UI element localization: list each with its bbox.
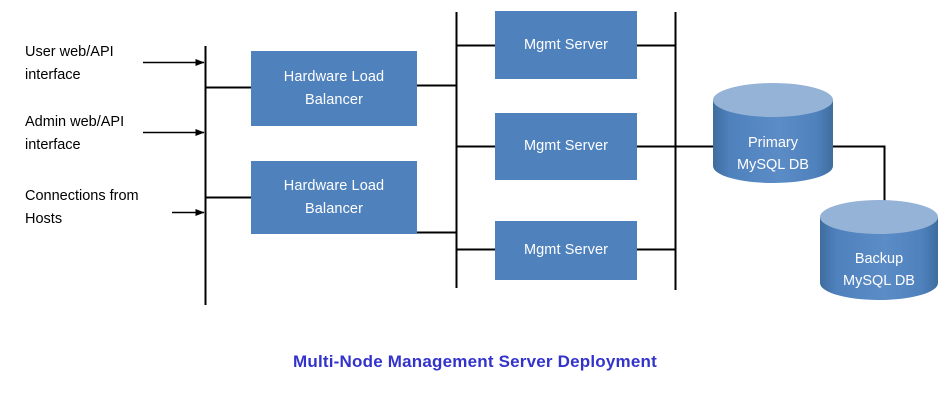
node-backup-mysql-db-line1: Backup [854, 251, 904, 267]
node-mgmt-server-2-label: Mgmt Server [523, 138, 609, 155]
node-hardware-load-balancer-1-line2: Balancer [304, 91, 364, 108]
node-hardware-load-balancer-2-line1: Hardware Load [283, 178, 385, 195]
node-hardware-load-balancer-2[interactable]: Hardware Load Balancer [251, 161, 417, 234]
node-backup-mysql-db-text: Backup MySQL DB [820, 248, 938, 293]
node-mgmt-server-2[interactable]: Mgmt Server [495, 113, 637, 180]
node-hardware-load-balancer-1[interactable]: Hardware Load Balancer [251, 51, 417, 126]
input-label-admin-web-api-line1: Admin web/API [25, 114, 125, 130]
diagram-title: Multi-Node Management Server Deployment [293, 352, 657, 371]
primary-db-shape [713, 83, 833, 183]
node-primary-mysql-db-line1: Primary [748, 135, 798, 151]
input-label-connections-from-hosts-line1: Connections from [25, 188, 139, 204]
node-primary-mysql-db[interactable]: Primary MySQL DB [713, 84, 833, 182]
link-primary-to-backup-db [833, 145, 886, 213]
node-mgmt-server-1[interactable]: Mgmt Server [495, 11, 637, 79]
input-label-connections-from-hosts: Connections from Hosts [25, 185, 139, 232]
input-label-user-web-api-line2: interface [25, 67, 81, 84]
node-primary-mysql-db-line2: MySQL DB [737, 157, 809, 174]
node-hardware-load-balancer-2-line2: Balancer [304, 200, 364, 217]
input-label-admin-web-api: Admin web/API interface [25, 111, 124, 158]
input-label-user-web-api: User web/API interface [25, 41, 114, 88]
node-backup-mysql-db-line2: MySQL DB [843, 273, 915, 290]
node-backup-mysql-db[interactable]: Backup MySQL DB [820, 200, 938, 300]
node-primary-mysql-db-text: Primary MySQL DB [713, 132, 833, 177]
backup-db-shape [820, 200, 938, 300]
input-label-admin-web-api-line2: interface [25, 137, 81, 154]
input-label-connections-from-hosts-line2: Hosts [25, 211, 63, 228]
input-label-user-web-api-line1: User web/API [25, 44, 114, 60]
node-mgmt-server-1-label: Mgmt Server [523, 36, 609, 53]
node-mgmt-server-3[interactable]: Mgmt Server [495, 221, 637, 280]
node-hardware-load-balancer-1-line1: Hardware Load [283, 69, 385, 86]
node-mgmt-server-3-label: Mgmt Server [523, 242, 609, 259]
